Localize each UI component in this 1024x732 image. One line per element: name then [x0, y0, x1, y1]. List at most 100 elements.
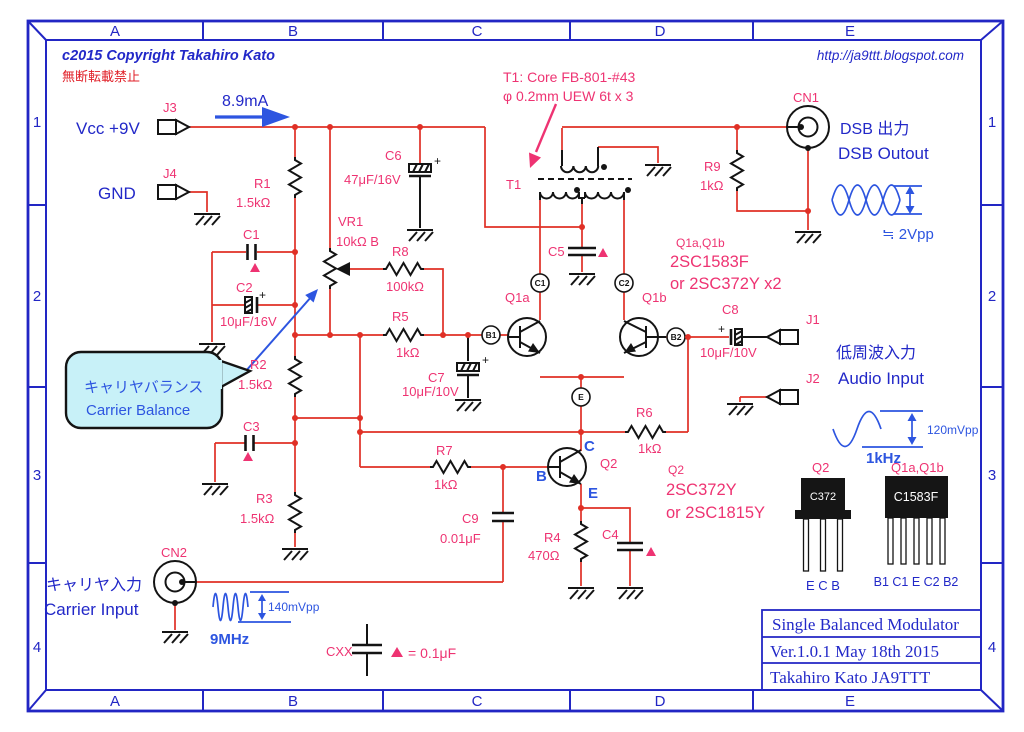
value-c9: 0.01μF [440, 531, 481, 546]
label-q2: Q2 [600, 456, 617, 471]
q1-part-number: 2SC1583F [670, 253, 749, 271]
value-r2: 1.5kΩ [238, 377, 273, 392]
transistor-Q1a [507, 317, 547, 357]
connector-CN1 [786, 105, 830, 151]
label-c8: C8 [722, 302, 739, 317]
winding-polarity-dot [574, 187, 580, 193]
label-q1a: Q1a [505, 290, 530, 305]
value-r9: 1kΩ [700, 178, 724, 193]
label-r2: R2 [250, 357, 267, 372]
label-cxx: CXX [326, 644, 353, 659]
dsb-level: ≒ 2Vpp [882, 226, 934, 243]
col-label: C [472, 693, 483, 710]
q1-group-label: Q1a,Q1b [676, 236, 725, 250]
label-c6: C6 [385, 148, 402, 163]
value-r5: 1kΩ [396, 345, 420, 360]
label-r5: R5 [392, 309, 409, 324]
emitter-arrow [624, 343, 636, 353]
q2-ref-label: Q2 [668, 463, 684, 477]
title-block: Single Balanced Modulator Ver.1.0.1 May … [761, 609, 982, 691]
resistors [288, 149, 744, 563]
audio-waveform-icon [832, 410, 923, 448]
label-cn1: CN1 [793, 90, 819, 105]
capacitor-C5 [568, 246, 596, 257]
q2-pin-b: B [536, 468, 547, 485]
blog-url: http://ja9ttt.blogspot.com [817, 48, 964, 63]
audio-input-en: Audio Input [838, 369, 924, 388]
audio-level: 120mVpp [927, 423, 979, 437]
resistor-R9 [730, 149, 744, 192]
t1-note-line1: T1: Core FB-801-#43 [503, 69, 635, 85]
title-block-version: Ver.1.0.1 May 18th 2015 [770, 642, 939, 661]
package-q1: Q1a,Q1b C1583F B1 C1 E C2 B2 [874, 460, 959, 589]
triangle-icon [243, 452, 253, 461]
winding-polarity-dot [601, 164, 607, 170]
winding-polarity-dot [625, 187, 631, 193]
triangle-icon [598, 248, 608, 257]
q2-alt-part: or 2SC1815Y [666, 504, 765, 522]
row-label: 1 [988, 114, 996, 131]
plus-c2: + [259, 288, 266, 302]
plus-c7: + [482, 353, 489, 367]
label-j1: J1 [806, 312, 820, 327]
vcc-label: Vcc +9V [76, 119, 140, 138]
value-r8: 100kΩ [386, 279, 424, 294]
frame-grid-labels: A B C D E A B C D E 1 2 3 4 1 2 3 4 [33, 23, 996, 710]
carrier-balance-callout: キャリヤバランス Carrier Balance [64, 350, 253, 430]
potentiometer-VR1 [323, 247, 337, 290]
col-label: B [288, 23, 298, 40]
connector-J4 [157, 183, 192, 201]
emitter-arrow [569, 474, 581, 484]
value-c2: 10μF/16V [220, 314, 277, 329]
transformer-T1 [538, 164, 632, 200]
label-j4: J4 [163, 166, 177, 181]
note-triangles [243, 248, 656, 657]
plus-c8: + [718, 322, 725, 336]
value-r6: 1kΩ [638, 441, 662, 456]
label-r4: R4 [544, 530, 561, 545]
current-label: 8.9mA [222, 93, 269, 110]
capacitor-CXX [352, 643, 382, 655]
dsb-waveform-icon [831, 184, 922, 216]
triangle-icon [646, 547, 656, 556]
balance-label-en: Carrier Balance [86, 402, 190, 419]
copyright-text: c2015 Copyright Takahiro Kato [62, 48, 275, 64]
q2-part-number: 2SC372Y [666, 481, 737, 499]
t1-pointer-arrow [529, 103, 558, 168]
balance-label-jp: キャリヤバランス [84, 379, 203, 396]
transistor-Q2 [547, 447, 587, 487]
capacitor-C9 [492, 511, 514, 523]
q2-pin-e: E [588, 485, 598, 502]
triangle-legend: = 0.1μF [408, 645, 456, 661]
dsb-output-en: DSB Outout [838, 144, 929, 163]
value-r7: 1kΩ [434, 477, 458, 492]
row-label: 3 [33, 467, 41, 484]
transistor-Q1b [619, 317, 659, 357]
value-r1: 1.5kΩ [236, 195, 271, 210]
plus-c6: + [434, 154, 441, 168]
label-c9: C9 [462, 511, 479, 526]
current-arrow [215, 107, 290, 127]
pin-label-b2: B2 [671, 332, 682, 342]
label-c5: C5 [548, 244, 565, 259]
drawing-frame: A B C D E A B C D E 1 2 3 4 1 2 3 4 [26, 19, 1005, 713]
row-label: 2 [33, 288, 41, 305]
row-label: 2 [988, 288, 996, 305]
package-q2: Q2 C372 E C B [795, 460, 851, 593]
resistor-R8 [382, 262, 425, 276]
label-r9: R9 [704, 159, 721, 174]
triangle-icon [391, 647, 403, 657]
col-label: A [110, 693, 120, 710]
no-reproduction-notice: 無断転載禁止 [62, 69, 140, 84]
carrier-input-jp: キャリヤ入力 [46, 576, 142, 594]
row-label: 4 [33, 639, 41, 656]
resistor-R5 [382, 328, 425, 342]
col-label: D [655, 23, 666, 40]
connector-J1 [764, 328, 799, 346]
pkg-q1-pins: B1 C1 E C2 B2 [874, 575, 959, 589]
row-label: 4 [988, 639, 996, 656]
component-labels: J3 J4 J1 J2 CN1 CN2 R1 1.5kΩ R2 1.5kΩ R3… [161, 69, 820, 661]
connector-J2 [764, 388, 799, 406]
gnd-label: GND [98, 184, 136, 203]
